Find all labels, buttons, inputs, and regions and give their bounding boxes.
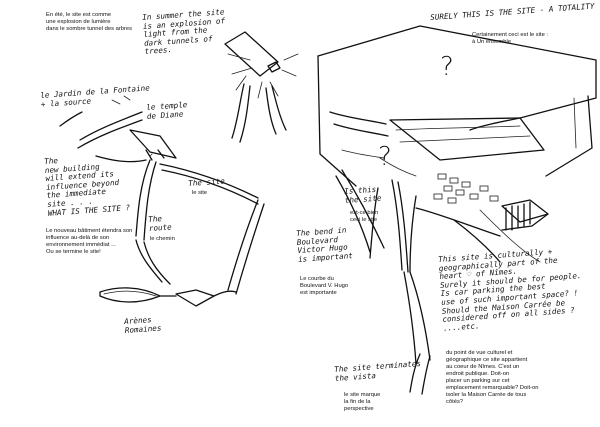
note-is-this-fr: est-ce bien ceci le site	[350, 210, 379, 223]
note-summer-en: In summer the site is an explosion of li…	[141, 7, 226, 57]
note-cultural-en: This site is culturally + geographically…	[437, 247, 582, 333]
note-arenes: Arènes Romaines	[123, 315, 162, 335]
sun-tree-sketch	[224, 31, 299, 143]
note-summer-fr: En été, le site est comme une explosion …	[46, 12, 133, 32]
note-the-site-fr: le site	[192, 190, 208, 196]
note-new-building-en: The new building will extend its influen…	[43, 156, 131, 218]
note-is-this-en: Is this the site	[343, 184, 382, 205]
note-new-building-fr: Le nouveau bâtiment étendra son influenc…	[46, 228, 133, 255]
perspective-box-sketch	[317, 25, 597, 187]
note-the-route-fr: le chemin	[150, 236, 175, 242]
note-surely-fr: Certainement ceci est le site : à Un ens…	[472, 32, 549, 45]
note-bend-en: The bend in Boulevard Victor Hugo is imp…	[295, 225, 354, 264]
note-bend-fr: Le courbe du Boulevard V. Hugo est impor…	[300, 276, 349, 296]
note-terminates-fr: le site marque la fin de la perspective	[344, 392, 381, 412]
question-mark-top: ?	[440, 52, 454, 82]
town-plan-sketch	[59, 95, 265, 307]
note-the-route-en: The route	[147, 214, 172, 233]
cars-and-temple-sketch	[415, 173, 549, 263]
question-mark-middle: ?	[378, 142, 392, 172]
boulevard-tree-lines	[335, 149, 501, 395]
note-temple-diane: le temple de Diane	[145, 100, 188, 121]
note-cultural-fr: du point de vue culturel et géographique…	[446, 350, 539, 405]
